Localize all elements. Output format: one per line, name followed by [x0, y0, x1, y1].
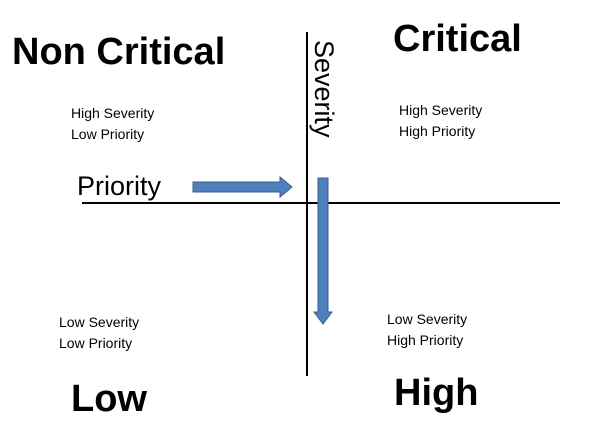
quadrant-description-bottom-right: Low Severity High Priority	[387, 309, 467, 351]
severity-text: Low Severity	[59, 314, 140, 330]
priority-arrow	[192, 175, 293, 199]
severity-axis-label: Severity	[309, 40, 339, 138]
priority-text: High Priority	[387, 332, 464, 348]
quadrant-title-critical: Critical	[393, 18, 522, 60]
priority-text: Low Priority	[71, 126, 145, 142]
quadrant-title-non-critical: Non Critical	[12, 31, 226, 73]
priority-text: Low Priority	[59, 335, 133, 351]
quadrant-description-top-right: High Severity High Priority	[399, 100, 482, 142]
priority-axis-label: Priority	[77, 171, 162, 201]
quadrant-title-high: High	[394, 372, 479, 414]
quadrant-description-bottom-left: Low Severity Low Priority	[59, 312, 139, 354]
severity-text: Low Severity	[387, 311, 468, 327]
severity-arrow	[313, 177, 333, 325]
priority-text: High Priority	[399, 123, 476, 139]
severity-text: High Severity	[71, 105, 155, 121]
severity-text: High Severity	[399, 102, 483, 118]
quadrant-description-top-left: High Severity Low Priority	[71, 103, 154, 145]
quadrant-title-low: Low	[71, 378, 147, 420]
